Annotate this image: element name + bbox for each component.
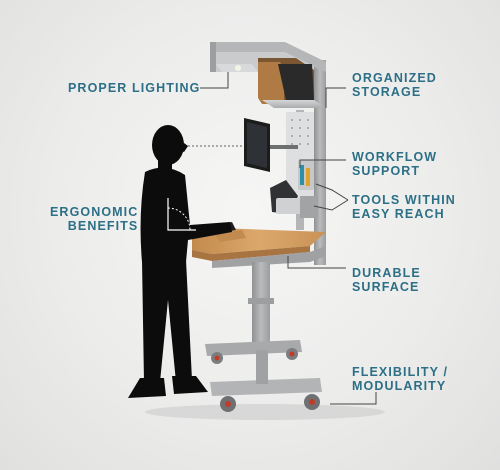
monitor-screen [247,122,267,168]
base-leg [256,350,268,384]
monitor-arm [270,145,298,149]
lift-column [252,262,270,350]
label-proper-lighting: PROPER LIGHTING [68,81,200,95]
ergonomic-benefits-line1: ERGONOMIC [50,205,139,219]
workstation [192,42,326,412]
ergonomic-benefits-line2: BENEFITS [67,219,139,233]
leader-flexibility [330,392,377,405]
flexibility-modularity-line1: FLEXIBILITY / [352,365,449,379]
workflow-support-line1: WORKFLOW [352,150,438,164]
organized-storage-line1: ORGANIZED [352,71,437,85]
durable-surface-line2: SURFACE [352,280,420,294]
storage-bin [258,62,284,104]
tools-within-reach-line1: TOOLS WITHIN [352,193,456,207]
pegboard-holes [291,119,309,145]
tool-bin [300,196,318,218]
label-tools-within-reach: TOOLS WITHIN EASY REACH [352,193,456,221]
label-workflow-support: WORKFLOW SUPPORT [352,150,437,178]
light-bulb [235,65,241,71]
canopy-top [210,42,326,72]
label-ergonomic-benefits: ERGONOMIC BENEFITS [50,205,138,233]
butcher-block-edge [192,246,310,261]
leader-tools-a [315,183,349,201]
tool-handle [300,165,304,185]
tools-within-reach-line2: EASY REACH [352,207,445,221]
durable-surface-line1: DURABLE [352,266,421,280]
leader-workflow [299,159,346,168]
surface-frame [212,246,326,268]
label-durable-surface: DURABLE SURFACE [352,266,421,294]
leader-lines [200,72,377,405]
rear-base [205,340,302,356]
storage-shelf [262,100,326,108]
storage-bin-dark [278,64,314,100]
leader-lighting [200,72,229,89]
proper-lighting-text: PROPER LIGHTING [68,81,201,95]
parts-tray [276,198,302,214]
workflow-support-line2: SUPPORT [352,164,421,178]
leader-surface [287,256,346,269]
leader-storage [325,87,346,108]
organized-storage-line2: STORAGE [352,85,422,99]
canopy-front [210,42,216,72]
casters [211,348,320,412]
front-base [210,378,322,396]
label-flexibility-modularity: FLEXIBILITY / MODULARITY [352,365,448,393]
ergonomic-angle-marker [167,198,196,231]
human-silhouette [128,125,232,398]
lift-collar [248,298,274,304]
tool-handle-2 [306,168,310,186]
floor-shadow [145,404,385,420]
leader-tools-b [313,199,349,211]
label-organized-storage: ORGANIZED STORAGE [352,71,437,99]
flexibility-modularity-line2: MODULARITY [352,379,447,393]
